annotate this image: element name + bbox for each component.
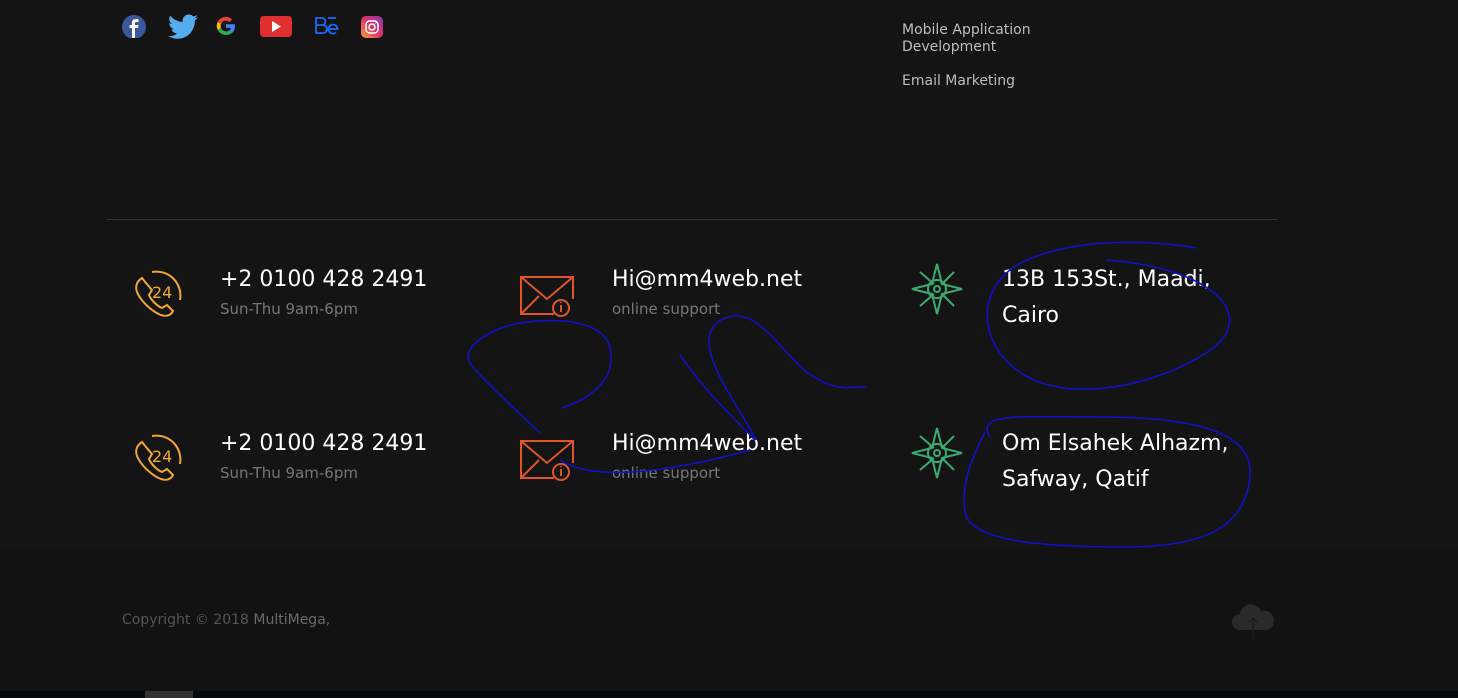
social-links [122,14,406,40]
google-icon[interactable] [214,14,238,40]
copyright: Copyright © 2018 MultiMega, [122,612,330,628]
taskbar-item[interactable] [145,691,193,698]
svg-text:24: 24 [152,447,172,466]
mail-info-icon [520,262,580,322]
email-subtitle: online support [612,300,721,318]
instagram-icon[interactable] [360,14,384,40]
services-list: Mobile Application Development Email Mar… [902,22,1042,107]
address: Om Elsahek Alhazm, Safway, Qatif [1002,431,1229,492]
phone-number[interactable]: +2 0100 428 2491 [220,431,428,456]
divider [107,219,1277,220]
facebook-icon[interactable] [122,14,146,40]
office-hours: Sun-Thu 9am-6pm [220,464,358,482]
service-link[interactable]: Email Marketing [902,73,1016,89]
mail-info-icon [520,426,580,486]
office-hours: Sun-Thu 9am-6pm [220,300,358,318]
svg-text:24: 24 [152,283,172,302]
taskbar [0,691,1458,698]
compass-icon [910,426,970,486]
brand-link[interactable]: MultiMega, [253,612,331,628]
phone-24-icon: 24 [128,426,188,486]
youtube-icon[interactable] [260,14,292,40]
footer: Copyright © 2018 MultiMega, [0,548,1458,691]
twitter-icon[interactable] [168,14,198,40]
phone-number[interactable]: +2 0100 428 2491 [220,267,428,292]
cloud-upload-icon[interactable] [1230,600,1276,640]
phone-24-icon: 24 [128,262,188,322]
email-address[interactable]: Hi@mm4web.net [612,431,803,456]
email-subtitle: online support [612,464,721,482]
address: 13B 153St., Maadi, Cairo [1002,267,1211,328]
email-address[interactable]: Hi@mm4web.net [612,267,803,292]
copyright-text: Copyright © 2018 [122,612,254,628]
service-link[interactable]: Mobile Application Development [902,22,1031,55]
behance-icon[interactable] [314,14,339,40]
compass-icon [910,262,970,322]
